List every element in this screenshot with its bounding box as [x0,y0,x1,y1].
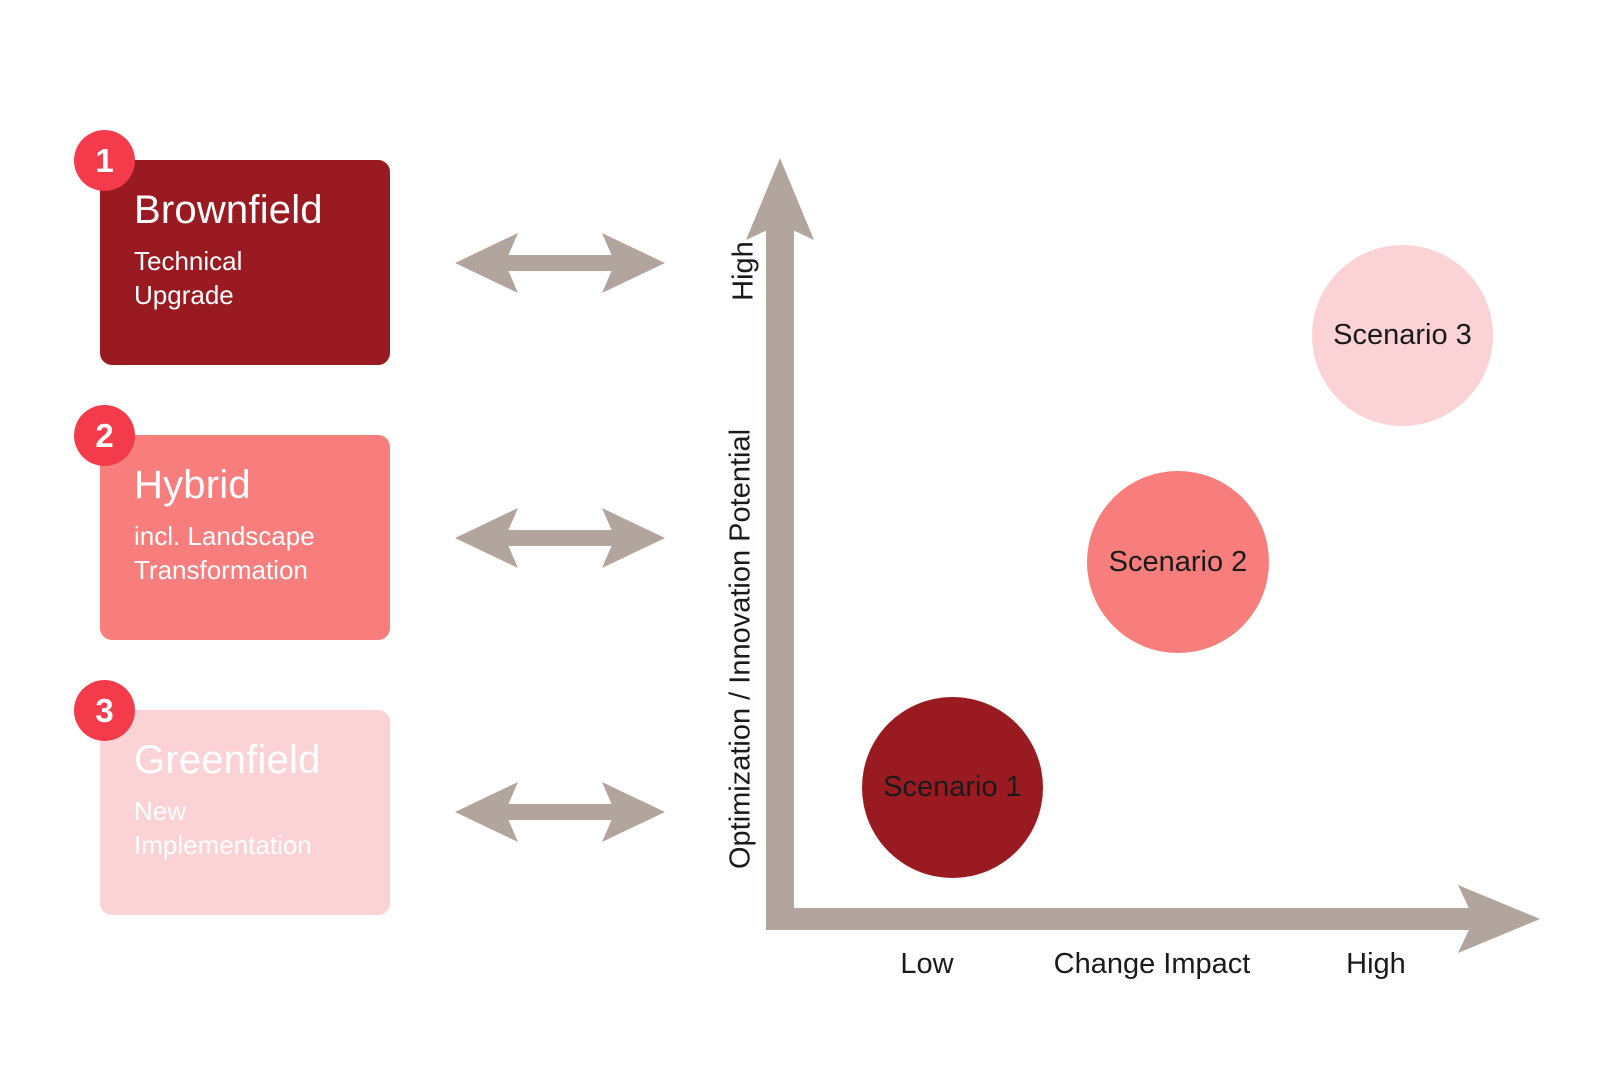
bubble-scenario-1-label: Scenario 1 [883,771,1022,803]
card-brownfield: 1 Brownfield Technical Upgrade [74,130,390,365]
x-axis-line [766,908,1474,930]
card-brownfield-title: Brownfield [134,188,323,232]
y-axis-arrowhead-icon [746,158,814,240]
x-axis-tick-low: Low [900,948,954,980]
badge-3-number: 3 [95,691,114,729]
bubble-scenario-2: Scenario 2 [1087,471,1269,653]
x-axis-arrowhead-icon [1458,885,1540,953]
badge-2: 2 [74,405,135,466]
subtitle-line: Implementation [134,829,312,860]
subtitle-line: New [134,795,187,826]
bubble-scenario-3-label: Scenario 3 [1333,319,1472,351]
y-axis-line [766,222,794,930]
double-arrow-icon [455,233,665,293]
card-hybrid: 2 Hybrid incl. Landscape Transformation [74,405,390,640]
card-hybrid-title: Hybrid [134,463,251,507]
badge-1-number: 1 [95,141,114,179]
subtitle-line: Transformation [134,554,308,585]
bubble-scenario-3: Scenario 3 [1312,245,1493,426]
card-hybrid-subtitle: incl. Landscape Transformation [134,520,370,588]
subtitle-line: Technical [134,245,243,276]
double-arrow-icon [455,782,665,842]
badge-1: 1 [74,130,135,191]
y-axis-tick-high: High [727,241,760,301]
card-brownfield-subtitle: Technical Upgrade [134,245,370,313]
subtitle-line: incl. Landscape [134,520,315,551]
subtitle-line: Upgrade [134,279,234,310]
bubble-scenario-1: Scenario 1 [862,697,1043,878]
x-axis-tick-high: High [1346,948,1406,980]
card-greenfield-title: Greenfield [134,738,321,782]
card-greenfield: 3 Greenfield New Implementation [74,680,390,915]
y-axis-label: Optimization / Innovation Potential [724,428,757,870]
x-axis-label: Change Impact [1053,948,1251,980]
double-arrow-icon [455,508,665,568]
card-greenfield-subtitle: New Implementation [134,795,370,863]
badge-2-number: 2 [95,416,114,454]
bubble-scenario-2-label: Scenario 2 [1108,545,1248,578]
badge-3: 3 [74,680,135,741]
